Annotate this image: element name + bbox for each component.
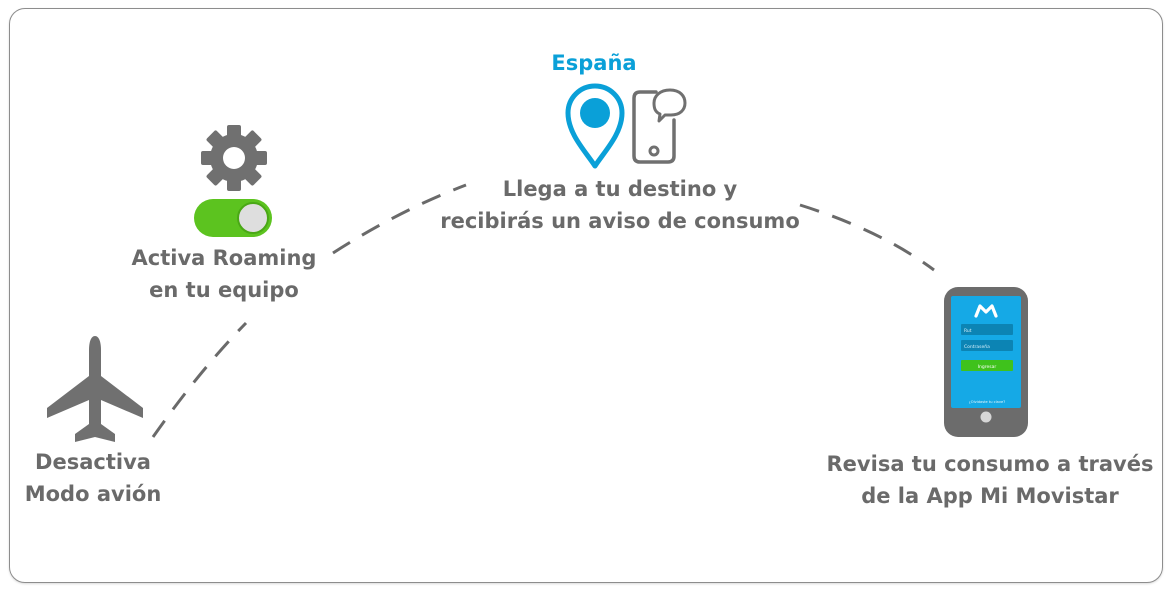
airplane-icon (47, 336, 143, 442)
step-airplane-line2: Modo avión (24, 482, 162, 506)
toggle-switch-icon (194, 199, 272, 237)
step-destination-line1: Llega a tu destino y (502, 177, 738, 201)
dash-segment-2 (332, 183, 467, 255)
location-pin-icon (565, 83, 625, 169)
dash-segment-1 (151, 321, 248, 438)
step-destination-line2: recibirás un aviso de consumo (440, 209, 800, 233)
app-field-password[interactable]: Contraseña (964, 344, 990, 350)
step-app-label: Revisa tu consumo a través de la App Mi … (820, 448, 1160, 512)
app-forgot-link[interactable]: ¿Olvidaste tu clave? (969, 400, 1005, 404)
step-app-line2: de la App Mi Movistar (861, 484, 1119, 508)
step-destination-label: Llega a tu destino y recibirás un aviso … (430, 173, 810, 237)
app-login-button[interactable]: Ingresar (978, 364, 997, 370)
phone-message-icon (632, 88, 687, 164)
app-field-rut[interactable]: Rut (964, 328, 972, 334)
gear-icon (201, 125, 267, 191)
step-airplane-label: Desactiva Modo avión (8, 446, 178, 510)
dash-segment-3 (799, 203, 935, 272)
step-roaming-label: Activa Roaming en tu equipo (114, 242, 334, 306)
step-roaming-line2: en tu equipo (149, 278, 299, 302)
step-app-line1: Revisa tu consumo a través (826, 452, 1154, 476)
smartphone-app-icon: Rut Contraseña Ingresar ¿Olvidaste tu cl… (944, 287, 1028, 437)
step-roaming-line1: Activa Roaming (131, 246, 317, 270)
step-airplane-line1: Desactiva (35, 450, 151, 474)
destination-country: España (551, 51, 637, 75)
movistar-logo-icon (974, 304, 998, 318)
